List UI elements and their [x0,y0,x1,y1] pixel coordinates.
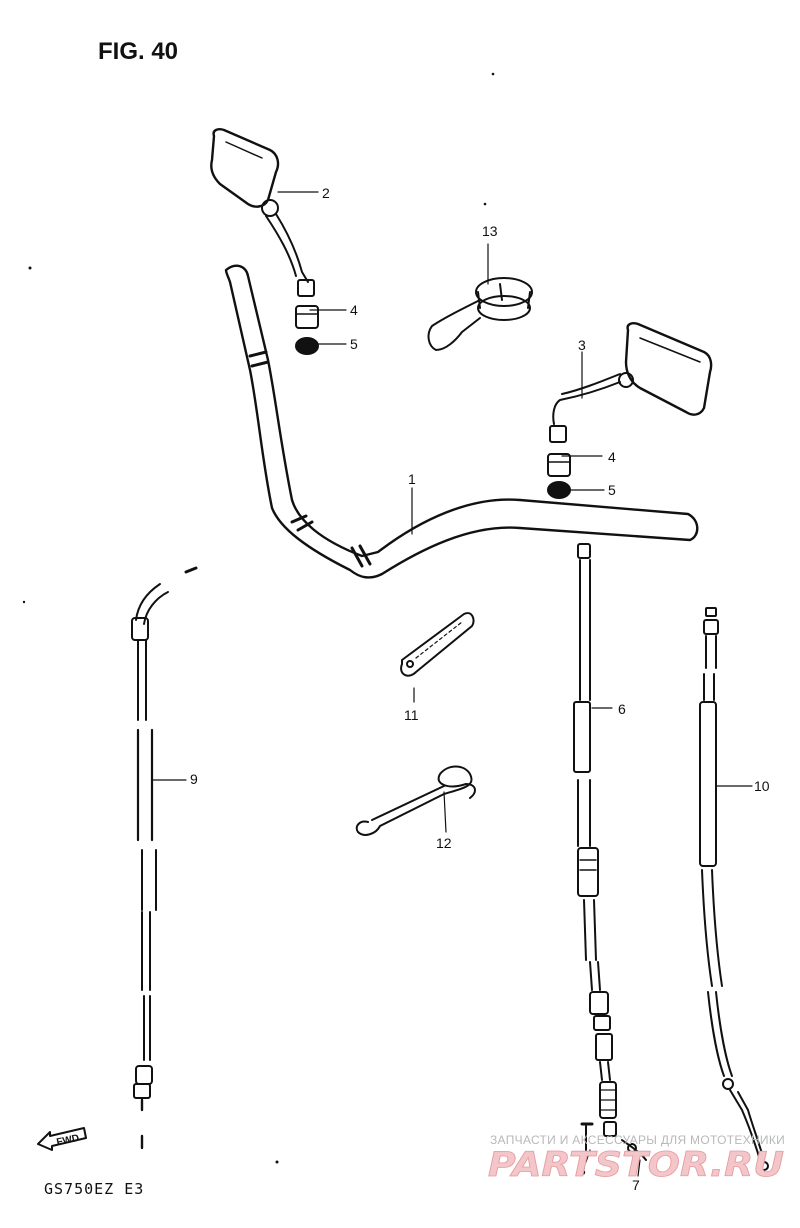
callout-5-left: 5 [350,336,358,352]
cap [427,277,533,351]
model-code: GS750EZ E3 [44,1180,145,1198]
callout-11: 11 [404,707,419,723]
callout-8: 8 [578,1162,586,1178]
nut-right-4 [547,453,571,477]
leader-lines [151,191,753,1177]
callout-13: 13 [482,223,498,239]
fwd-label: FWD [56,1133,81,1148]
callout-12: 12 [436,835,452,851]
callout-10: 10 [754,778,770,794]
figure-title: FIG. 40 [98,38,179,65]
cable-6 [573,543,617,1137]
spring-clip [355,765,476,836]
callout-5-right: 5 [608,482,616,498]
watermark-logo: PARTSTOR.RU [488,1145,785,1184]
callout-9: 9 [190,771,198,787]
cable-10 [699,607,769,1171]
nut-left-5 [295,337,319,355]
callout-4-left: 4 [350,302,358,318]
cable-9 [131,566,198,1150]
bolt [580,1122,594,1151]
callout-3: 3 [578,337,586,353]
watermark-tagline: ЗАПЧАСТИ И АКСЕССУАРЫ ДЛЯ МОТОТЕХНИКИ [490,1133,786,1147]
nut-left-4 [295,305,319,329]
bracket [400,612,475,677]
callout-1: 1 [408,471,416,487]
callout-6: 6 [618,701,626,717]
clip [621,1139,647,1161]
watermark-logo-text: PARTSTOR.RU [488,1145,784,1184]
right-mirror [549,322,713,443]
forward-arrow-icon: FWD [37,1127,87,1151]
left-mirror [210,128,315,297]
handlebar [224,264,699,579]
speckles [22,72,495,1164]
callout-4-right: 4 [608,449,616,465]
callout-7: 7 [632,1177,640,1193]
callout-2: 2 [322,185,330,201]
